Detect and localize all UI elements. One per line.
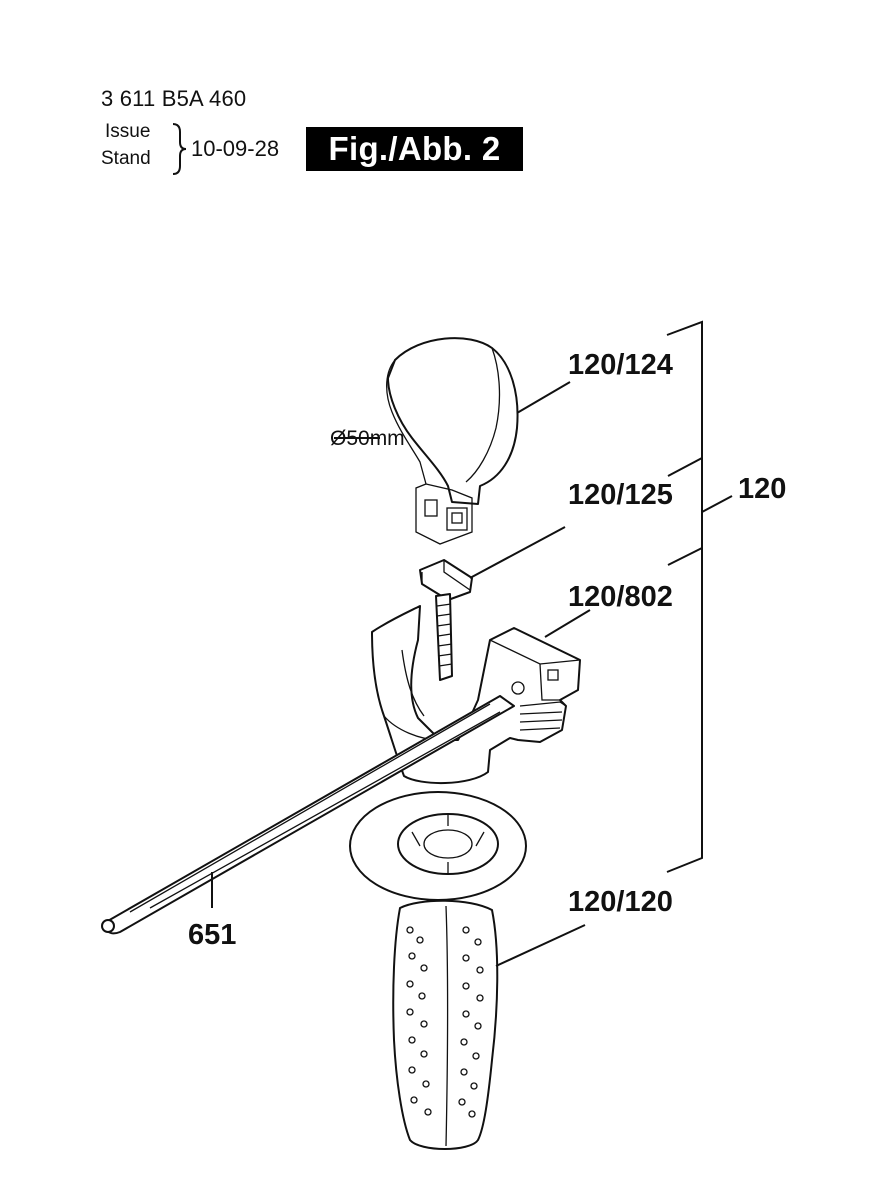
clamp-band bbox=[386, 337, 519, 545]
callout-clamp-body: 120/802 bbox=[568, 581, 673, 613]
issue-date: 10-09-28 bbox=[191, 136, 280, 161]
assembly-bracket bbox=[666, 320, 733, 873]
callout-handle: 120/120 bbox=[568, 886, 673, 918]
callout-assembly: 120 bbox=[738, 473, 786, 505]
screw bbox=[419, 559, 473, 681]
depth-stop-rod bbox=[101, 695, 515, 935]
stand-label: Stand bbox=[101, 148, 151, 169]
brace-icon bbox=[172, 123, 187, 175]
callout-depth-stop: 651 bbox=[188, 919, 236, 951]
dimension-label: Ø50mm bbox=[330, 427, 405, 450]
callout-screw: 120/125 bbox=[568, 479, 673, 511]
part-number: 3 611 B5A 460 bbox=[101, 86, 247, 111]
header: 3 611 B5A 460 Issue Stand 10-09-28 Fig./… bbox=[0, 0, 869, 200]
figure-label: Fig./Abb. 2 bbox=[306, 127, 523, 171]
issue-label: Issue bbox=[105, 121, 151, 142]
issue-stand-labels: Issue Stand bbox=[101, 122, 185, 178]
callout-clamp-band: 120/124 bbox=[568, 349, 673, 381]
handle bbox=[349, 791, 527, 1150]
